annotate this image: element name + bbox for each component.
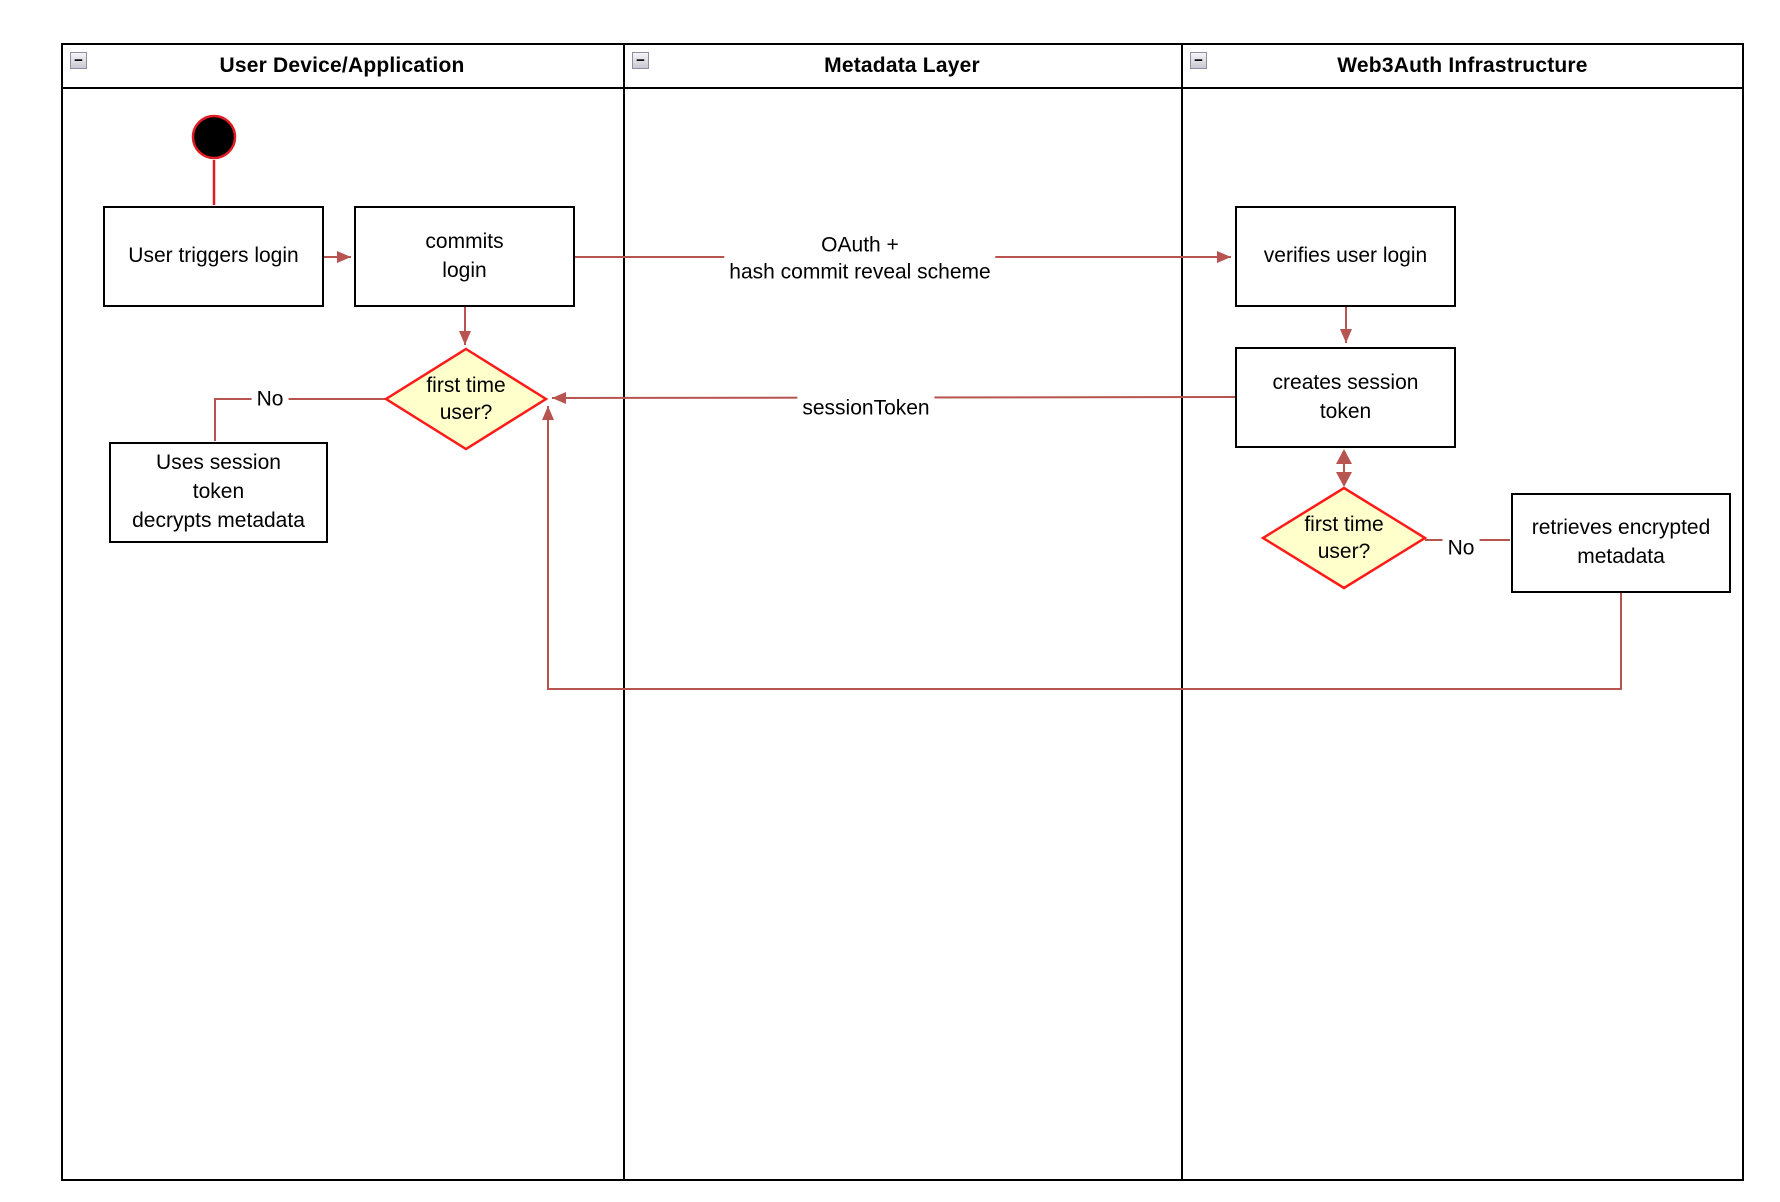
lane-header-user-device: − User Device/Application xyxy=(63,45,621,87)
arrowhead-down xyxy=(1336,472,1352,487)
arrowhead-up xyxy=(1336,449,1352,464)
decision-first-time-user-2[interactable] xyxy=(1260,486,1428,590)
lane-title: User Device/Application xyxy=(219,54,465,77)
decision2-label: first time user? xyxy=(1304,512,1384,563)
collapse-lane-icon[interactable]: − xyxy=(632,52,649,69)
lane-header-separator xyxy=(61,87,1744,89)
lane-title: Web3Auth Infrastructure xyxy=(1337,54,1588,77)
edge-label-no-right: No xyxy=(1442,533,1480,563)
edge-label-sessiontoken: sessionToken xyxy=(797,393,935,423)
edge-decision1-no-to-uses-session xyxy=(214,398,386,441)
decision-first-time-user-1[interactable] xyxy=(383,347,549,451)
collapse-lane-icon[interactable]: − xyxy=(1190,52,1207,69)
lane-divider-1 xyxy=(623,43,625,1181)
lane-divider-2 xyxy=(1181,43,1183,1181)
edge-label-oauth: OAuth + hash commit reveal scheme xyxy=(724,230,996,288)
node-retrieves-encrypted-metadata[interactable]: retrieves encrypted metadata xyxy=(1511,493,1731,593)
lane-header-web3auth: − Web3Auth Infrastructure xyxy=(1183,45,1742,87)
edge-retrieves-feedback-to-decision1 xyxy=(542,406,1622,690)
collapse-lane-icon[interactable]: − xyxy=(70,52,87,69)
node-user-triggers-login[interactable]: User triggers login xyxy=(103,206,324,307)
node-verifies-user-login[interactable]: verifies user login xyxy=(1235,206,1456,307)
node-commits-login[interactable]: commits login xyxy=(354,206,575,307)
lane-header-metadata-layer: − Metadata Layer xyxy=(625,45,1179,87)
lane-title: Metadata Layer xyxy=(824,54,980,77)
edge-label-no-left: No xyxy=(251,384,289,414)
start-node-circle[interactable] xyxy=(191,114,237,160)
node-creates-session-token[interactable]: creates session token xyxy=(1235,347,1456,448)
decision1-label: first time user? xyxy=(426,373,506,424)
node-uses-session-token[interactable]: Uses session token decrypts metadata xyxy=(109,442,328,543)
